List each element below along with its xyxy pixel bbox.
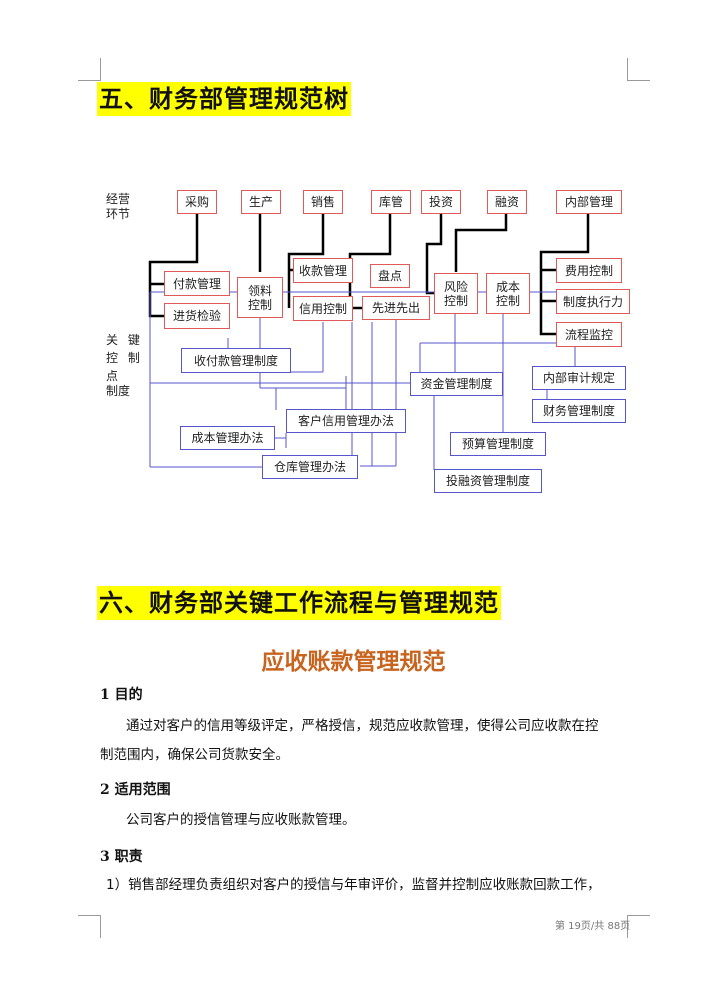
- cp-stocktaking: 盘点: [370, 264, 410, 288]
- sys-fund-management: 资金管理制度: [410, 372, 503, 396]
- row-label-key-points: 关 键 控 制 点: [106, 333, 143, 383]
- section-1-text-line1: 通过对客户的信用等级评定，严格授信，规范应收款管理，使得公司应收款在控: [126, 718, 599, 734]
- stage-purchase: 采购: [177, 190, 217, 214]
- stage-internal-management: 内部管理: [556, 190, 622, 214]
- section-1-text-line2: 制范围内，确保公司货款安全。: [100, 747, 289, 763]
- document-subtitle: 应收账款管理规范: [261, 648, 446, 675]
- cp-payment-management: 付款管理: [164, 271, 230, 296]
- corner-mark-bottom-right: [627, 915, 650, 938]
- cp-fifo: 先进先出: [362, 296, 430, 320]
- corner-mark-bottom-left: [78, 915, 101, 938]
- row-label-stage: 经营 环节: [106, 192, 131, 221]
- sys-cost-management: 成本管理办法: [180, 426, 275, 450]
- cp-process-monitoring: 流程监控: [556, 322, 622, 347]
- cp-cost-control: 成本 控制: [486, 273, 530, 314]
- cp-risk-control: 风险 控制: [434, 273, 478, 314]
- sys-receipt-payment: 收付款管理制度: [181, 348, 291, 373]
- section-heading-6: 六、财务部关键工作流程与管理规范: [97, 586, 501, 620]
- stage-production: 生产: [241, 190, 281, 214]
- cp-incoming-inspection: 进货检验: [164, 303, 230, 329]
- page-number: 第 19页/共 88页: [555, 921, 631, 932]
- section-3-title: 3 职责: [100, 849, 143, 865]
- cp-collection-management: 收款管理: [293, 258, 353, 283]
- section-heading-5: 五、财务部管理规范树: [97, 82, 351, 116]
- cp-expense-control: 费用控制: [556, 258, 622, 283]
- cp-material-control: 领料 控制: [237, 277, 283, 318]
- stage-sales: 销售: [303, 190, 343, 214]
- section-2-title: 2 适用范围: [100, 782, 171, 798]
- cp-credit-control: 信用控制: [293, 296, 353, 321]
- section-3-text: 1）销售部经理负责组织对客户的授信与年审评价，监督并控制应收账款回款工作，: [106, 877, 601, 893]
- stage-warehouse: 库管: [371, 190, 411, 214]
- sys-internal-audit: 内部审计规定: [532, 366, 626, 390]
- sys-investment-financing: 投融资管理制度: [434, 469, 542, 493]
- corner-mark-top-right: [627, 58, 650, 81]
- row-label-system: 制度: [106, 384, 131, 398]
- section-1-title: 1 目的: [100, 687, 143, 703]
- sys-warehouse: 仓库管理办法: [262, 455, 358, 479]
- sys-financial-management: 财务管理制度: [532, 399, 626, 423]
- sys-budget: 预算管理制度: [450, 432, 546, 456]
- sys-customer-credit: 客户信用管理办法: [286, 409, 406, 433]
- stage-investment: 投资: [421, 190, 461, 214]
- cp-system-execution: 制度执行力: [556, 289, 630, 314]
- section-2-text: 公司客户的授信管理与应收账款管理。: [126, 812, 356, 828]
- stage-financing: 融资: [487, 190, 527, 214]
- corner-mark-top-left: [78, 58, 101, 81]
